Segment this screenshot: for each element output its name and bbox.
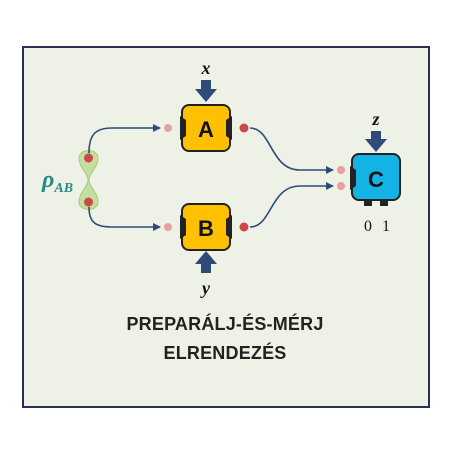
source-label: ρAB xyxy=(41,167,73,196)
arrow-a-to-c xyxy=(249,127,334,174)
source-state xyxy=(78,150,99,210)
input-x-label: x xyxy=(201,58,211,78)
arrow-source-to-b xyxy=(88,206,161,231)
box-a-label: A xyxy=(198,117,214,142)
port-a-out xyxy=(239,123,249,133)
box-b-label: B xyxy=(198,216,214,241)
input-y-label: y xyxy=(200,278,211,298)
output-label-1: 1 xyxy=(382,218,390,235)
output-pin-1 xyxy=(380,199,388,206)
caption-line-1: PREPARÁLJ-ÉS-MÉRJ xyxy=(126,314,324,334)
box-c-label: C xyxy=(368,167,384,192)
box-b: B xyxy=(180,203,232,251)
port-b-in xyxy=(164,223,172,231)
input-z-label: z xyxy=(371,109,379,129)
output-pin-0 xyxy=(364,199,372,206)
input-y-arrow xyxy=(195,251,217,273)
box-c: C xyxy=(350,153,401,206)
port-a-in xyxy=(164,124,172,132)
port-b-out xyxy=(239,222,249,232)
box-a: A xyxy=(180,104,232,152)
input-z-arrow xyxy=(365,131,387,152)
input-x-arrow xyxy=(195,80,217,102)
port-c-in-top xyxy=(337,166,345,174)
port-c-in-bottom xyxy=(337,182,345,190)
arrow-b-to-c xyxy=(249,182,334,228)
caption-line-2: ELRENDEZÉS xyxy=(163,343,287,363)
source-particle-a xyxy=(84,153,93,163)
output-label-0: 0 xyxy=(364,218,372,235)
arrow-source-to-a xyxy=(88,124,161,154)
source-particle-b xyxy=(84,197,93,207)
